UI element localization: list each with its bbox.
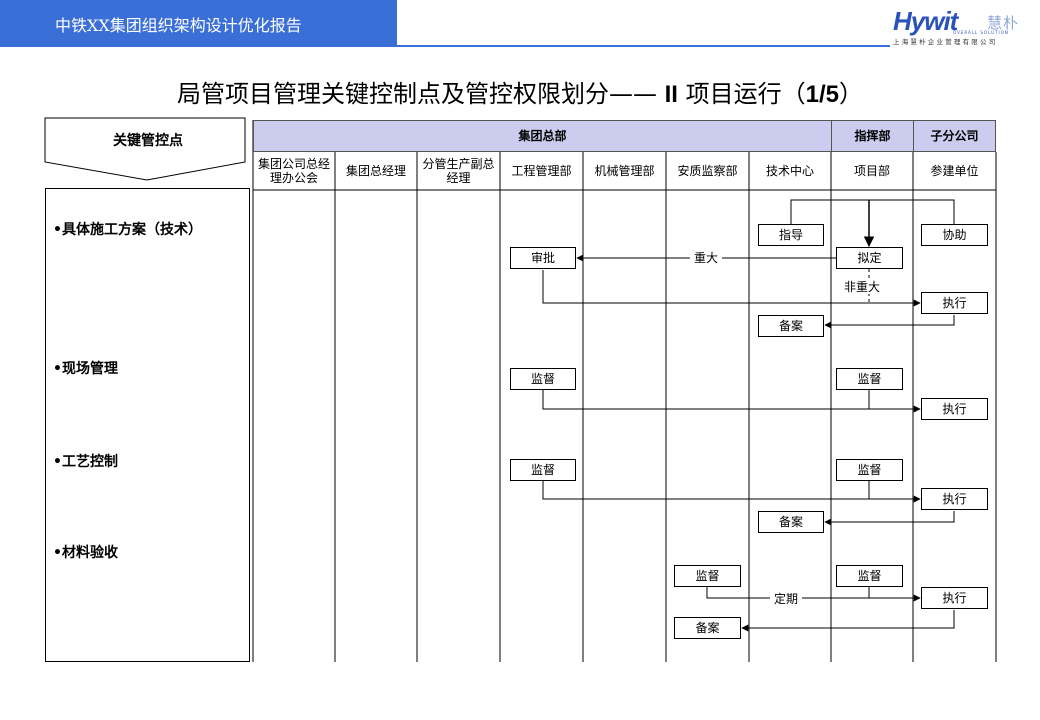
title-end: ） xyxy=(839,80,863,108)
report-title: 中铁XX集团组织架构设计优化报告 xyxy=(55,16,302,35)
group-header-command: 指挥部 xyxy=(831,120,914,152)
execute-to-file-arrow-3 xyxy=(741,610,955,632)
supervise-box-eng-2: 监督 xyxy=(510,459,576,481)
header-bar xyxy=(0,0,397,45)
guide-box: 指导 xyxy=(758,224,824,246)
execute-to-file-arrow-1 xyxy=(824,315,955,329)
supervise-box-safety: 监督 xyxy=(674,565,741,587)
column-header-safety: 安质监察部 xyxy=(677,164,738,178)
file-box-1: 备案 xyxy=(758,315,824,337)
title-page: 1/5 xyxy=(805,81,839,108)
file-box-2: 备案 xyxy=(758,511,824,533)
control-point-process-control: •工艺控制 xyxy=(53,454,118,470)
guide-link xyxy=(790,199,869,225)
group-header-hq: 集团总部 xyxy=(253,120,832,152)
title-prefix: 局管项目管理关键控制点及管控权限划分—— xyxy=(177,80,665,108)
supervise-box-project-3: 监督 xyxy=(836,565,903,587)
major-label: 重大 xyxy=(690,251,723,265)
title-mid: 项目运行（ xyxy=(677,80,806,108)
execute-box-2: 执行 xyxy=(921,398,988,420)
execute-box-1: 执行 xyxy=(921,292,988,314)
non-major-label: 非重大 xyxy=(840,280,885,294)
logo-chinese: 慧朴 xyxy=(987,14,1020,32)
site-supervise-arrow xyxy=(542,390,921,413)
logo-wordmark: Hywit xyxy=(893,6,958,36)
title-phase: II xyxy=(664,81,678,108)
control-point-site-management: •现场管理 xyxy=(53,361,118,377)
column-lines xyxy=(252,120,997,662)
company-logo: Hywit 慧朴 OVERALL SOLUTION 上海慧朴企业管理有限公司 xyxy=(893,6,1038,52)
column-header-engineering: 工程管理部 xyxy=(511,164,572,178)
approve-box: 审批 xyxy=(510,247,576,269)
control-points-box xyxy=(45,188,250,662)
execute-to-file-arrow-2 xyxy=(824,511,955,526)
column-header-project: 项目部 xyxy=(853,164,890,178)
column-header-gm-office: 集团公司总经理办公会 xyxy=(257,157,330,185)
periodic-label: 定期 xyxy=(770,592,803,606)
approve-to-execute-arrow xyxy=(542,270,921,307)
logo-tagline: OVERALL SOLUTION xyxy=(953,30,1009,35)
supervise-box-eng-1: 监督 xyxy=(510,368,576,390)
execute-box-4: 执行 xyxy=(921,587,988,609)
logo-company-name: 上海慧朴企业管理有限公司 xyxy=(893,38,998,46)
column-header-vp-production: 分管生产副总经理 xyxy=(422,157,495,185)
column-header-machinery: 机械管理部 xyxy=(594,164,655,178)
material-supervise-arrow xyxy=(706,587,921,602)
control-point-construction-plan: •具体施工方案（技术） xyxy=(53,222,202,238)
process-supervise-arrow xyxy=(542,481,921,503)
file-box-3: 备案 xyxy=(674,617,741,639)
page-title: 局管项目管理关键控制点及管控权限划分—— II 项目运行（1/5） xyxy=(0,74,1040,109)
header-divider xyxy=(0,45,890,47)
supervise-box-project-1: 监督 xyxy=(836,368,903,390)
control-point-material-acceptance: •材料验收 xyxy=(53,545,118,561)
key-control-label: 关键管控点 xyxy=(113,133,183,149)
assist-box: 协助 xyxy=(921,224,988,246)
assist-link xyxy=(869,199,955,225)
column-header-participant: 参建单位 xyxy=(930,164,979,178)
column-header-tech-center: 技术中心 xyxy=(765,164,814,178)
supervise-box-project-2: 监督 xyxy=(836,459,903,481)
group-header-subsidiary: 子分公司 xyxy=(913,120,996,152)
key-control-pentagon xyxy=(44,117,246,181)
draft-box: 拟定 xyxy=(836,247,903,269)
execute-box-3: 执行 xyxy=(921,488,988,510)
column-header-gm: 集团总经理 xyxy=(345,164,406,178)
